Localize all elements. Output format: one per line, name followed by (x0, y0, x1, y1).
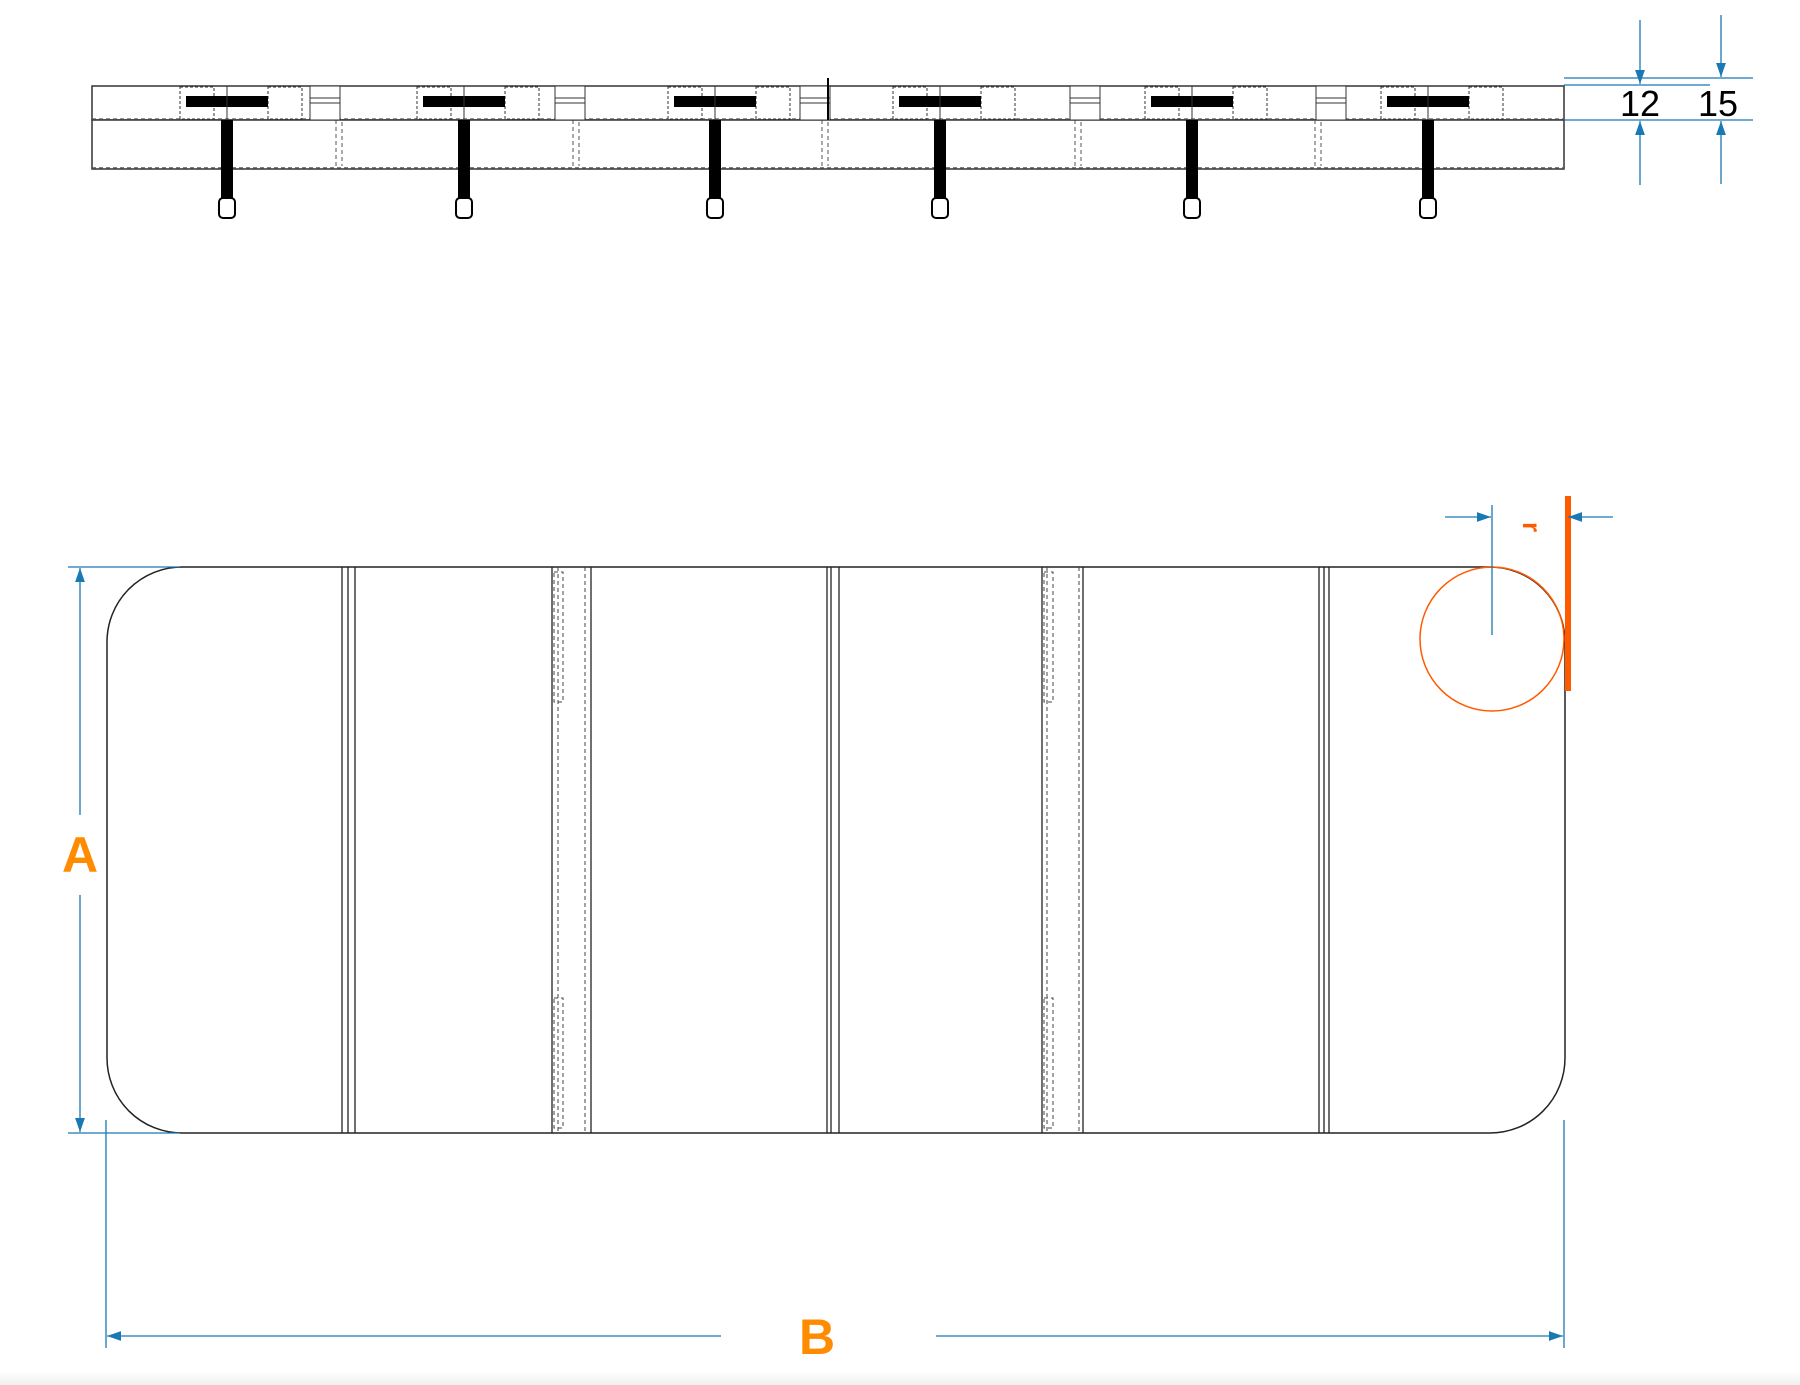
foam-block (267, 86, 303, 120)
strap (1186, 120, 1198, 200)
dimension-b-label: B (799, 1309, 835, 1365)
thickness-dimensions (1564, 15, 1753, 185)
dimension-a-label: A (62, 827, 98, 883)
strap (934, 120, 946, 200)
side-view (91, 78, 1565, 219)
hidden-lines (553, 567, 1080, 1133)
strap (709, 120, 721, 200)
buckle-icon (931, 197, 949, 219)
dimension-a (68, 566, 180, 1134)
buckle-icon (1419, 197, 1437, 219)
thickness-label-15: 15 (1698, 83, 1738, 124)
bottom-edge (0, 1371, 1800, 1385)
buckle-icon (218, 197, 236, 219)
plan-view (106, 566, 1566, 1134)
foam-block (755, 86, 791, 120)
foam-block (980, 86, 1016, 120)
strap (221, 120, 233, 200)
buckle-icon (1183, 197, 1201, 219)
strap (1422, 120, 1434, 200)
radius-label: r (1517, 522, 1547, 532)
buckle-icon (455, 197, 473, 219)
corner-radius-detail: r (1419, 496, 1613, 712)
foam-block (504, 86, 540, 120)
thickness-label-12: 12 (1620, 83, 1660, 124)
foam-block (1232, 86, 1268, 120)
dimension-b (105, 1120, 1565, 1348)
mattress-outline (106, 566, 1566, 1134)
tangent-bar (1565, 496, 1571, 691)
foam-block (1468, 86, 1504, 120)
strap (458, 120, 470, 200)
buckle-icon (706, 197, 724, 219)
panel-seams (341, 567, 1330, 1133)
